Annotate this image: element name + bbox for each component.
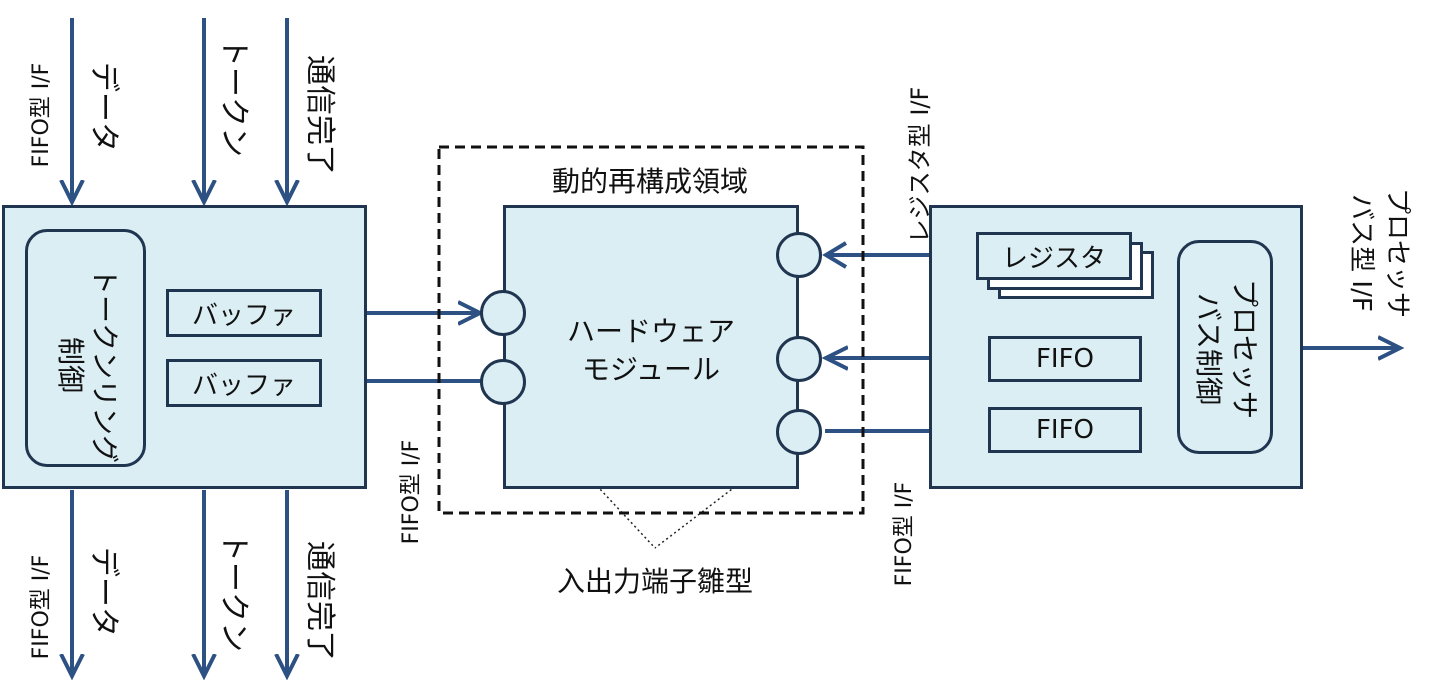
proc-ctrl-line1: プロセッサ	[1228, 278, 1261, 419]
buffer-top-label: バッファ	[191, 300, 296, 331]
register-box: レジスタ	[976, 232, 1132, 280]
hardware-module-line1: ハードウェア	[566, 315, 735, 348]
proc-if-line2: バス型 I/F	[1346, 194, 1376, 312]
token-ring-label-line1: トークンリング	[88, 266, 121, 463]
pointer-line-left	[514, 397, 656, 549]
port-template-label: 入出力端子雛型	[556, 565, 753, 598]
port-right-fifo-in	[776, 336, 822, 382]
fifo1-label: FIFO	[1035, 344, 1095, 374]
port-right-register	[776, 232, 822, 278]
hardware-module-label: ハードウェア モジュール	[540, 313, 762, 389]
buffer-bottom-label: バッファ	[191, 370, 296, 401]
token-ring-label: トークンリング 制御	[51, 245, 121, 485]
register-label: レジスタ	[1001, 243, 1106, 274]
processor-bus-if-label: プロセッサ バス型 I/F	[1341, 163, 1415, 343]
proc-if-line1: プロセッサ	[1382, 187, 1412, 318]
token-ring-control-box	[25, 229, 146, 467]
right-fifo-if-label: FIFO型 I/F	[892, 481, 917, 587]
bottom-done-label: 通信完了	[302, 541, 337, 661]
bottom-fifo-if-label: FIFO型 I/F	[29, 554, 54, 660]
proc-ctrl-line2: バス制御	[1192, 292, 1225, 405]
hardware-module-block	[503, 205, 799, 489]
fifo2-label: FIFO	[1035, 415, 1095, 445]
register-if-label: レジスタ型 I/F	[906, 86, 934, 244]
bottom-data-label: データ	[86, 547, 121, 637]
token-ring-label-line2: 制御	[54, 336, 87, 393]
hardware-module-line2: モジュール	[581, 353, 721, 386]
port-left-out	[480, 359, 526, 405]
buffer-box-top: バッファ	[166, 289, 322, 337]
fifo-box-1: FIFO	[988, 336, 1142, 382]
port-right-fifo-out	[776, 409, 822, 455]
top-done-label: 通信完了	[302, 55, 337, 175]
port-left-in	[480, 290, 526, 336]
buffer-box-bottom: バッファ	[166, 359, 322, 407]
reconfigurable-region-label: 動的再構成領域	[551, 165, 748, 198]
top-fifo-if-label: FIFO型 I/F	[29, 62, 54, 168]
bottom-token-label: トークン	[216, 532, 251, 652]
center-fifo-if-label: FIFO型 I/F	[399, 439, 424, 545]
processor-bus-control-box	[1177, 240, 1273, 454]
top-data-label: データ	[86, 62, 121, 152]
processor-bus-control-label: プロセッサ バス制御	[1188, 249, 1262, 449]
fifo-box-2: FIFO	[988, 407, 1142, 453]
top-token-label: トークン	[216, 37, 251, 157]
reconfigurable-region-border	[437, 145, 865, 515]
